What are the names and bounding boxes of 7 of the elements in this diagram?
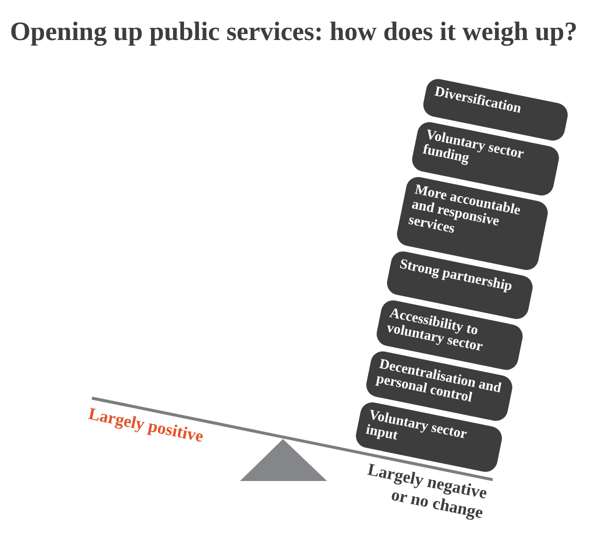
diagram-title: Opening up public services: how does it weigh up? — [10, 16, 578, 46]
negative-side-label: Largely negative or no change — [365, 458, 489, 524]
block-label: Strong partnership — [398, 256, 514, 296]
block-label: Voluntary sector input — [364, 408, 469, 446]
block-label: Voluntary sector funding — [421, 128, 526, 169]
positive-side-label: Largely positive — [86, 404, 206, 448]
block-label: More accountable and responsive services — [407, 182, 523, 239]
